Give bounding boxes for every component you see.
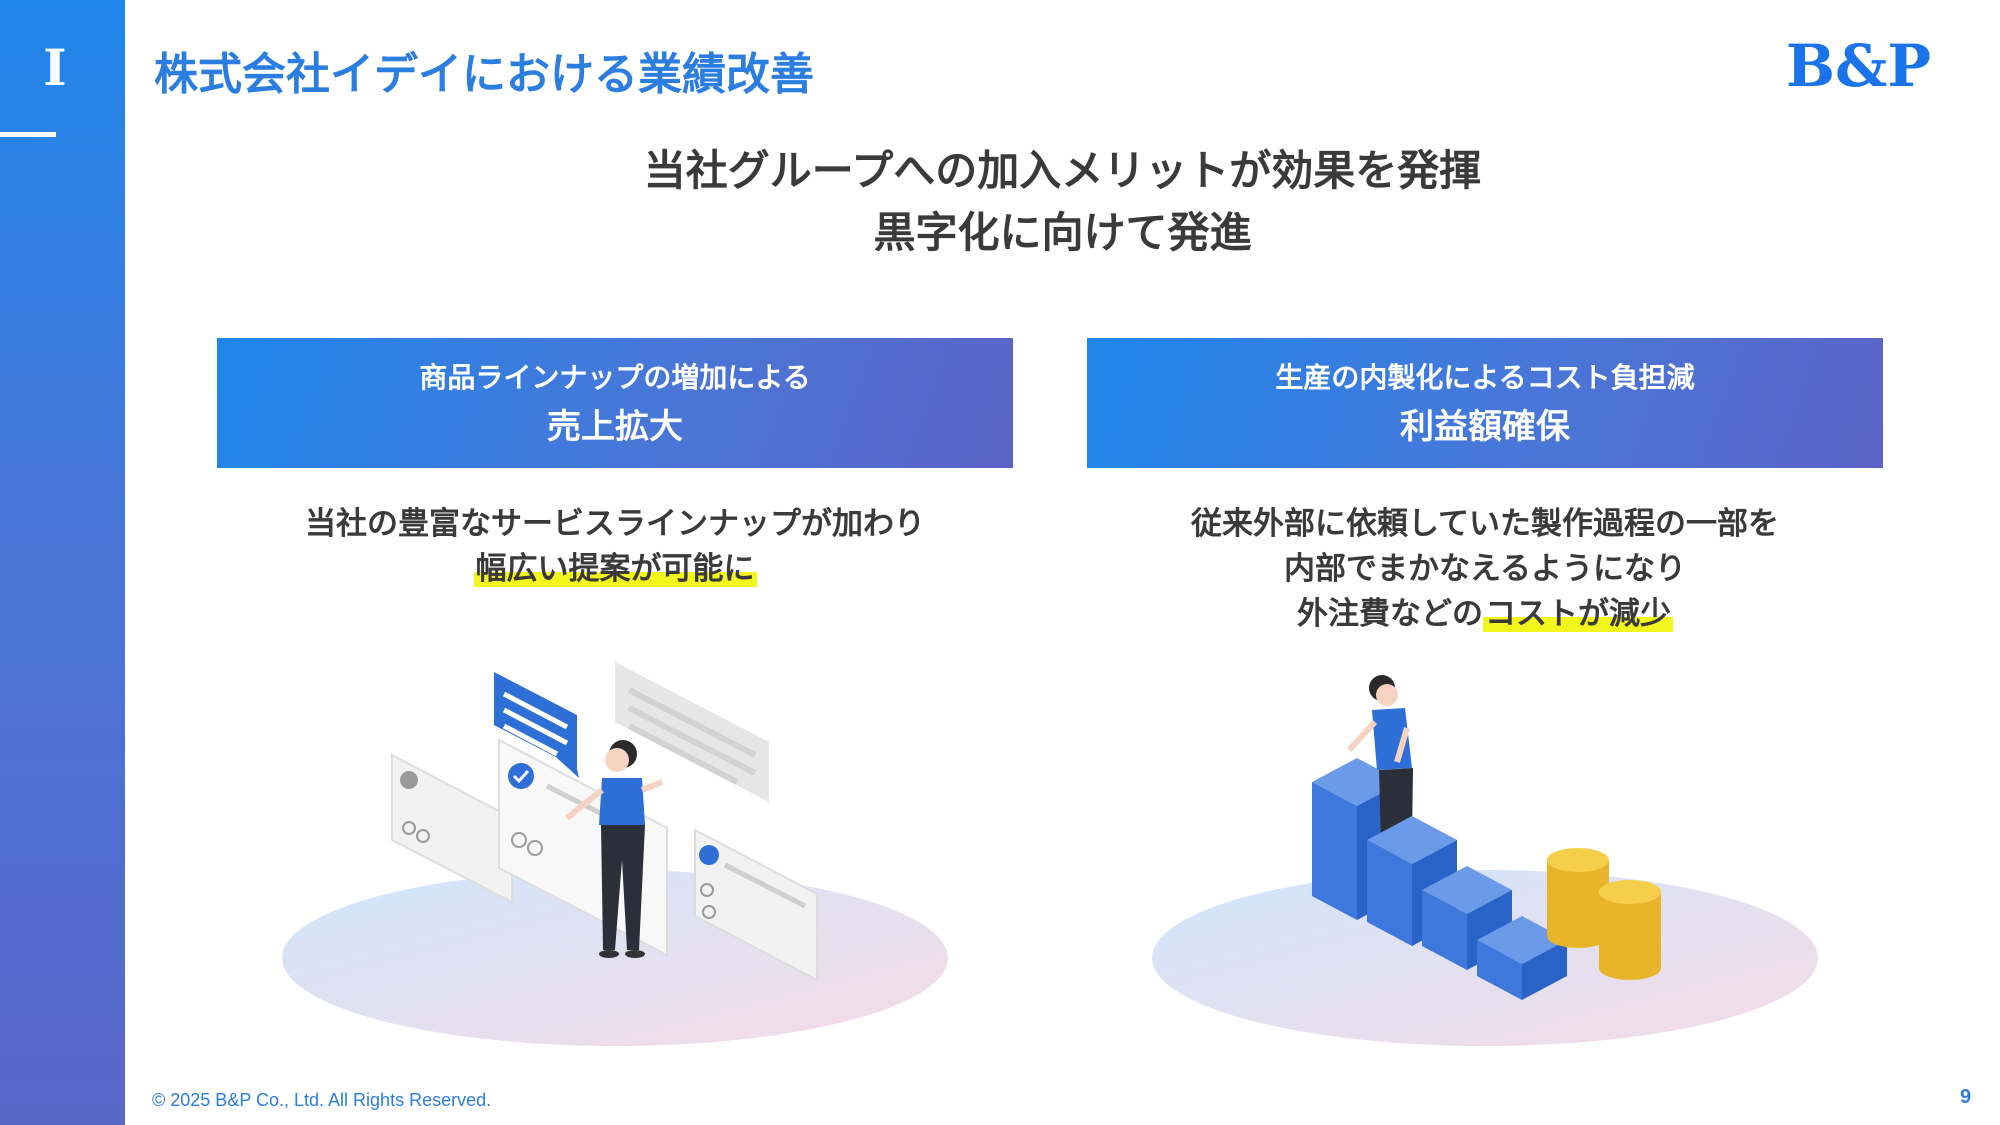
- footer-copyright: © 2025 B&P Co., Ltd. All Rights Reserved…: [152, 1090, 492, 1110]
- speech-bubble-blue: [494, 672, 577, 768]
- page-number: 9: [1960, 1086, 1972, 1108]
- card-header-profit: 生産の内製化によるコスト負担減 利益額確保: [1087, 338, 1883, 468]
- checklist-card-left: [391, 753, 513, 904]
- desc-line: 当社の豊富なサービスラインナップが加わり: [305, 506, 925, 542]
- desc-highlight: 幅広い提案が可能に: [473, 551, 757, 587]
- bp-logo: B&P: [1786, 32, 1931, 100]
- check-icon: [699, 845, 719, 865]
- section-sidebar: I: [0, 0, 125, 1125]
- card-title: 利益額確保: [1400, 407, 1570, 447]
- section-rule: [0, 132, 56, 137]
- card-header-sales: 商品ラインナップの増加による 売上拡大: [217, 338, 1013, 468]
- headline: 当社グループへの加入メリットが効果を発揮 黒字化に向けて発進: [125, 140, 2000, 264]
- desc-line: 従来外部に依頼していた製作過程の一部を: [1190, 506, 1780, 542]
- speech-bubble-grey: [615, 662, 769, 802]
- check-icon: [400, 771, 418, 789]
- stacked-blocks-coins-illustration: [1152, 675, 1818, 1046]
- section-number: I: [43, 38, 67, 97]
- coin-stack-front: [1599, 880, 1661, 980]
- card-subtitle: 商品ラインナップの増加による: [419, 361, 811, 394]
- coin-stack-back: [1547, 848, 1609, 948]
- woman-figure: [565, 740, 664, 958]
- headline-line-1: 当社グループへの加入メリットが効果を発揮: [643, 146, 1482, 195]
- desc-line-plain: 外注費などの: [1297, 596, 1483, 632]
- card-title: 売上拡大: [547, 407, 683, 447]
- desc-highlight: コストが減少: [1483, 596, 1673, 632]
- card-subtitle: 生産の内製化によるコスト負担減: [1275, 361, 1695, 394]
- page-title: 株式会社イデイにおける業績改善: [154, 49, 814, 100]
- headline-line-2: 黒字化に向けて発進: [873, 208, 1252, 257]
- presentation-woman-illustration: [282, 662, 948, 1046]
- card-description-profit: 従来外部に依頼していた製作過程の一部を 内部でまかなえるようになり 外注費などの…: [1087, 502, 1883, 637]
- block-column-lowest: [1477, 916, 1567, 1000]
- check-icon: [508, 763, 534, 789]
- logo-text: B&P: [1786, 32, 1931, 100]
- desc-line: 内部でまかなえるようになり: [1283, 551, 1687, 587]
- card-description-sales: 当社の豊富なサービスラインナップが加わり 幅広い提案が可能に: [217, 502, 1013, 592]
